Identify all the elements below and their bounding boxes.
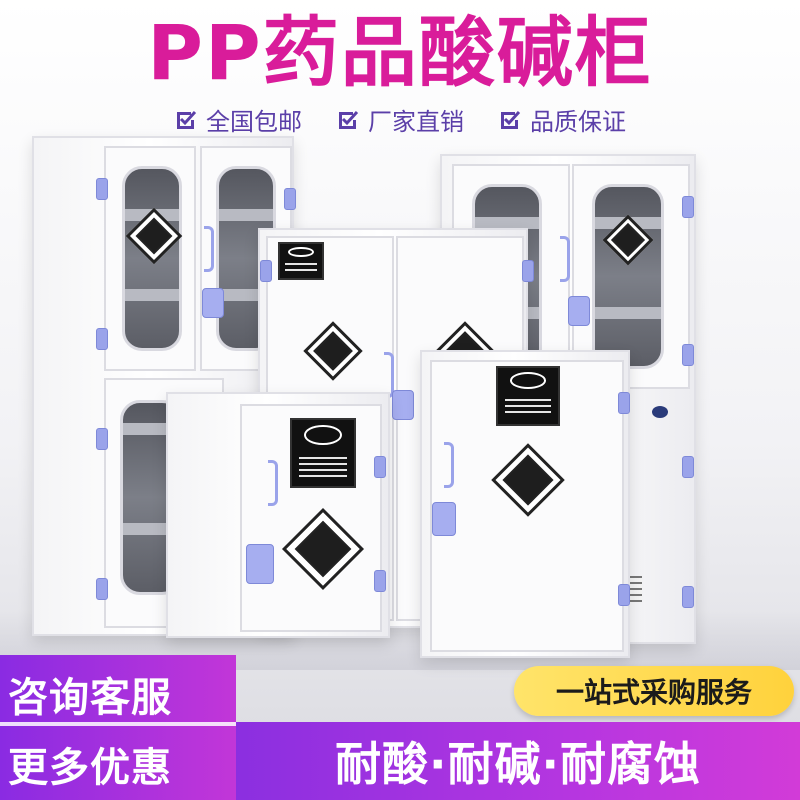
- hinge: [618, 392, 630, 414]
- small-cabinet-right: [420, 350, 630, 658]
- hinge: [284, 188, 296, 210]
- feature-label: 品质保证: [530, 108, 626, 136]
- feature-label: 全国包邮: [206, 108, 302, 136]
- hinge: [522, 260, 534, 282]
- hinge: [682, 344, 694, 366]
- feature-label: 厂家直销: [368, 108, 464, 136]
- hazard-diamond-icon: [602, 214, 654, 266]
- page-title: PP药品酸碱柜: [147, 8, 653, 97]
- door-lock: [432, 502, 456, 536]
- door-handle: [268, 460, 278, 506]
- hinge: [96, 328, 108, 350]
- warning-label: [290, 418, 356, 488]
- hinge: [260, 260, 272, 282]
- hinge: [682, 456, 694, 478]
- promo-left-banner: 咨询客服 更多优惠: [0, 655, 236, 800]
- hinge: [96, 578, 108, 600]
- check-box-icon: [177, 110, 197, 129]
- door-lock: [202, 288, 224, 318]
- hazard-diamond-icon: [125, 207, 183, 265]
- hazard-diamond-icon: [491, 443, 565, 517]
- check-box-icon: [501, 110, 521, 129]
- brand-badge: [652, 406, 668, 418]
- banner-divider: [0, 722, 236, 726]
- check-box-icon: [339, 110, 359, 129]
- door-handle: [560, 236, 570, 282]
- hinge: [682, 586, 694, 608]
- hinge: [374, 456, 386, 478]
- hinge: [96, 428, 108, 450]
- service-pill: 一站式采购服务: [514, 666, 794, 716]
- hinge: [96, 178, 108, 200]
- door-lock: [392, 390, 414, 420]
- hinge: [682, 196, 694, 218]
- hazard-diamond-icon: [303, 321, 363, 381]
- door-lock: [568, 296, 590, 326]
- tall-glass-cabinet-left: [32, 136, 296, 636]
- feature-item: 厂家直销: [336, 102, 464, 137]
- promo-left-line2: 更多优惠: [8, 745, 172, 791]
- door-handle: [204, 226, 214, 272]
- feature-item: 品质保证: [498, 102, 626, 137]
- warning-label: [496, 366, 560, 426]
- hinge: [618, 584, 630, 606]
- product-scene: [0, 130, 800, 670]
- door-handle: [444, 442, 454, 488]
- promo-left-line1: 咨询客服: [8, 675, 172, 721]
- glass-panel: [592, 184, 664, 369]
- feature-bottom-bar: 耐酸·耐碱·耐腐蚀: [236, 722, 800, 800]
- hazard-diamond-icon: [281, 507, 365, 591]
- small-cabinet-left: [166, 392, 390, 638]
- feature-list: 全国包邮 厂家直销 品质保证: [0, 102, 800, 137]
- hinge: [374, 570, 386, 592]
- door-lock: [246, 544, 274, 584]
- feature-item: 全国包邮: [174, 102, 302, 137]
- warning-label: [278, 242, 324, 280]
